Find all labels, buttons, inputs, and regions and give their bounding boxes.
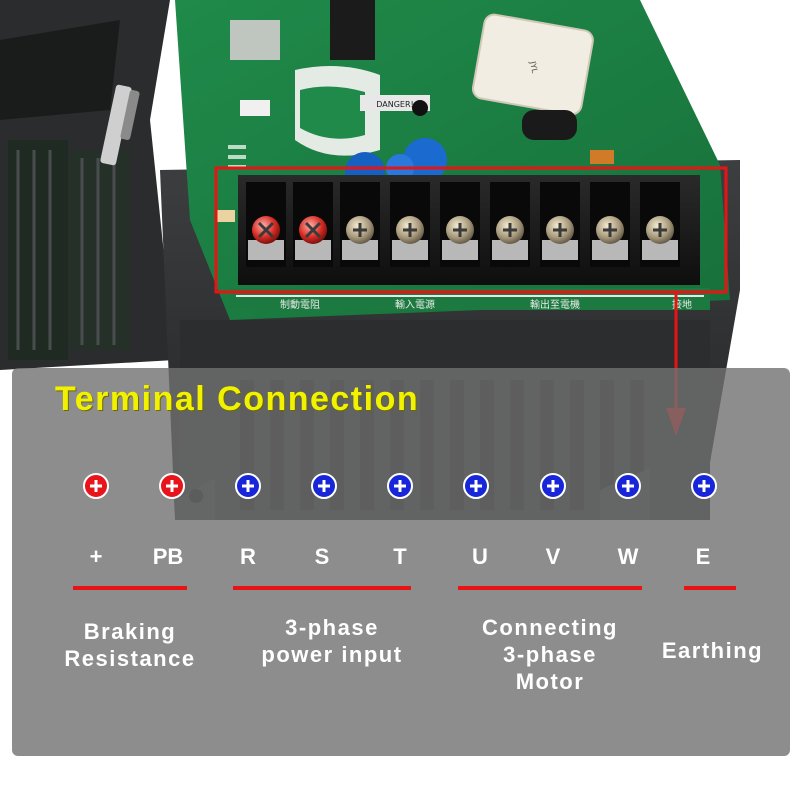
terminal-dot-s [311,473,337,499]
terminal-label-w: W [617,544,639,569]
caption-braking: 制動電阻 [280,298,320,311]
terminal-dot-u [463,473,489,499]
group-label-braking: Braking Resistance [40,618,220,672]
panel-title: Terminal Connection [55,380,420,418]
terminal-dot-e [691,473,717,499]
caption-input: 輸入電源 [395,298,435,311]
group-label-braking-line1: Braking [83,619,177,644]
terminal-dot-plus [83,473,109,499]
group-label-earth: Earthing [650,637,775,664]
group-label-power: 3-phase power input [232,614,432,668]
terminal-label-t: T [393,544,407,569]
svg-text:JYL: JYL [528,60,540,75]
terminal-dot-v [540,473,566,499]
terminal-dot-pb [159,473,185,499]
group-label-motor: Connecting 3-phase Motor [455,614,645,695]
terminal-dot-r [235,473,261,499]
terminal-dot-t [387,473,413,499]
terminal-highlight-box [214,166,728,294]
group-bar-earth [684,586,736,590]
group-label-motor-line3: Motor [515,669,585,694]
group-label-power-line1: 3-phase [285,615,379,640]
caption-output: 輸出至電機 [530,298,580,311]
terminal-label-plus: + [89,544,103,569]
terminal-label-s: S [314,544,330,569]
heatsink-left [0,0,175,370]
group-label-earth-line1: Earthing [661,638,764,663]
group-label-motor-line1: Connecting [482,615,618,640]
group-bar-braking [73,586,187,590]
info-panel [12,368,790,756]
terminal-dot-w [615,473,641,499]
terminal-label-e: E [695,544,711,569]
group-bar-power [233,586,411,590]
group-label-braking-line2: Resistance [64,646,196,671]
group-bar-motor [458,586,642,590]
terminal-label-u: U [472,544,488,569]
terminal-label-v: V [545,544,561,569]
terminal-label-r: R [240,544,256,569]
terminal-label-pb: PB [152,544,184,569]
danger-label: DANGER! [376,100,414,109]
group-label-power-line2: power input [261,642,403,667]
group-label-motor-line2: 3-phase [503,642,597,667]
